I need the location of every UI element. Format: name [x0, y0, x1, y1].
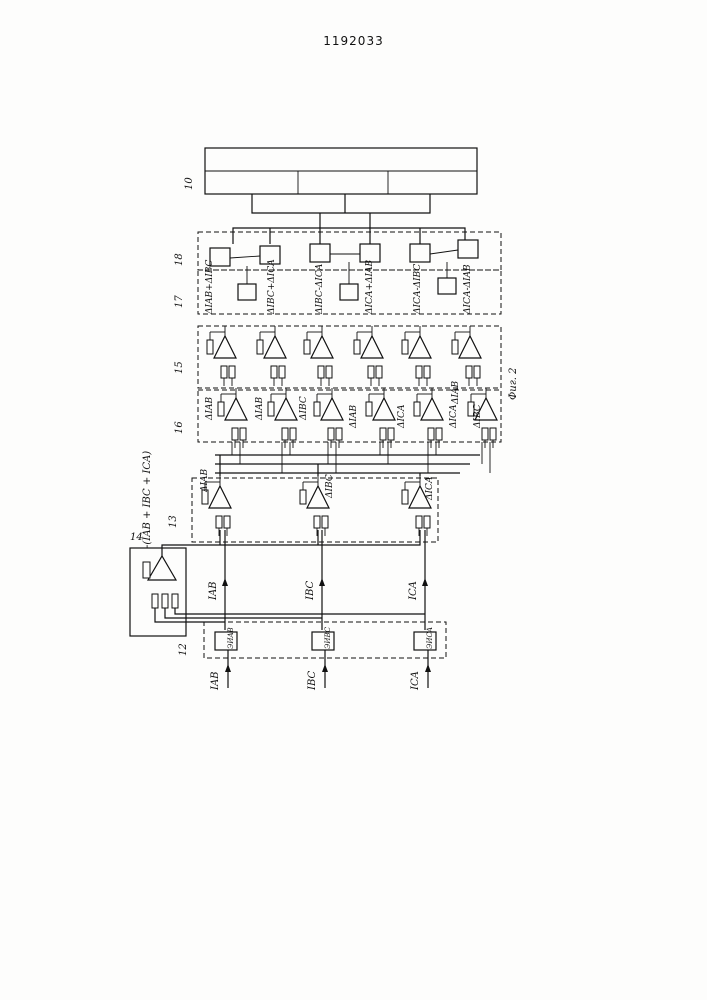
b16-label-1: ΔIAB [205, 396, 215, 421]
transducer-ab-label: ЭИAB [227, 627, 235, 649]
label-iab-mid: IAB [208, 581, 219, 601]
label-delta-ica: ΔICA [425, 476, 435, 501]
b16-amplifier-1 [218, 388, 247, 448]
block-18-frame [198, 232, 501, 270]
b16-amplifier-5 [414, 388, 443, 448]
input-ibc: IBC [307, 671, 318, 691]
b15-amplifier-1 [207, 326, 236, 386]
label-delta-iab: ΔIAB [200, 468, 210, 493]
input-iab: IAB [210, 671, 221, 691]
logic-unit-6 [458, 240, 478, 258]
logic-unit-3 [310, 244, 330, 262]
b17-label-6: ΔICA-ΔIAB [463, 264, 473, 315]
b16-label-8: ΔIBC [473, 404, 483, 429]
b15-amplifier-6 [452, 326, 481, 386]
label-block-18: 18 [174, 253, 185, 266]
sum-amplifier [148, 556, 176, 580]
b15-amplifier-3 [304, 326, 333, 386]
comparator-3 [438, 278, 456, 294]
b17-label-2: ΔIBC+ΔICA [267, 259, 277, 315]
label-block-17: 17 [174, 295, 185, 308]
b16-label-5: ΔICA [397, 404, 407, 429]
label-block-13: 13 [168, 515, 179, 528]
b17-label-4: ΔICA+ΔIAB [365, 259, 375, 315]
sum-expression: -(IAB + IBC + ICA) [142, 451, 153, 548]
b17-label-5: ΔICA-ΔIBC [413, 264, 423, 315]
block-15-frame [198, 326, 501, 388]
comparator-2 [340, 284, 358, 300]
b17-label-3: ΔIBC-ΔICA [315, 263, 325, 315]
b15-amplifier-4 [354, 326, 383, 386]
label-delta-ibc: ΔIBC [325, 474, 335, 499]
b16-amplifier-4 [366, 388, 395, 448]
label-ibc-mid: IBC [305, 581, 316, 601]
b16-label-3: ΔIBC [299, 396, 309, 421]
label-block-12: 12 [178, 643, 189, 656]
input-ica: ICA [410, 671, 421, 691]
block-14-frame [130, 548, 186, 636]
comparator-1 [238, 284, 256, 300]
b16-amplifier-3 [314, 388, 343, 448]
figure-caption: Фиг. 2 [508, 367, 519, 400]
label-block-15: 15 [174, 361, 185, 374]
b16-label-7: ΔIAB [451, 380, 461, 405]
label-block-10: 10 [184, 177, 195, 190]
transducer-bc-label: ЭИBC [324, 626, 332, 649]
b15-amplifier-2 [257, 326, 286, 386]
b16-label-6: ΔICA [449, 404, 459, 429]
logic-unit-4 [360, 244, 380, 262]
b16-label-4: ΔIAB [349, 404, 359, 429]
label-block-14: 14 [130, 532, 143, 543]
logic-unit-5 [410, 244, 430, 262]
b16-label-2: ΔIAB [255, 396, 265, 421]
transducer-ca-label: ЭИCA [426, 627, 434, 649]
b16-amplifier-2 [268, 388, 297, 448]
label-ica-mid: ICA [408, 581, 419, 601]
block-13-frame [192, 478, 438, 542]
b15-amplifier-5 [402, 326, 431, 386]
b17-label-1: ΔIAB+ΔIBC [205, 259, 215, 315]
label-block-16: 16 [174, 421, 185, 434]
